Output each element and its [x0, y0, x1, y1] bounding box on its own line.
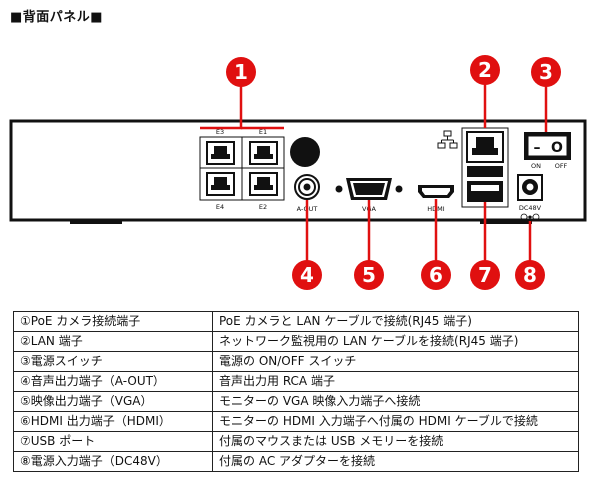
poe-port-e2[interactable] [249, 172, 278, 196]
hdmi-port[interactable] [418, 185, 454, 198]
callout-1: 1 [226, 57, 256, 87]
callout-6: 6 [421, 260, 451, 290]
dc-input-jack[interactable] [517, 174, 543, 201]
callout-8: 8 [515, 260, 545, 290]
label-e1: E1 [259, 128, 267, 136]
poe-port-e1[interactable] [249, 141, 278, 165]
poe-port-e4[interactable] [206, 172, 235, 196]
callout-8-number: 8 [523, 263, 537, 287]
power-switch[interactable]: – O [524, 132, 571, 160]
lan-port[interactable] [466, 131, 504, 163]
table-row: ③電源スイッチ電源の ON/OFF スイッチ [13, 351, 579, 372]
port-name: ⑦USB ポート [13, 431, 213, 452]
usb-port[interactable] [467, 166, 503, 202]
a-out-rca-jack[interactable] [294, 174, 320, 200]
callout-7: 7 [470, 260, 500, 290]
port-name: ⑧電源入力端子（DC48V） [13, 451, 213, 472]
table-row: ⑦USB ポート付属のマウスまたは USB メモリーを接続 [13, 431, 579, 452]
label-switch-off: OFF [555, 162, 568, 170]
label-e2: E2 [259, 203, 267, 211]
vga-port[interactable] [335, 178, 403, 200]
label-dc48v: DC48V [519, 204, 542, 212]
port-description: 電源の ON/OFF スイッチ [212, 351, 579, 372]
label-e4: E4 [216, 203, 224, 211]
port-description: 付属のマウスまたは USB メモリーを接続 [212, 431, 579, 452]
dc-polarity-icon [520, 213, 540, 221]
label-switch-on: ON [531, 162, 541, 170]
port-description: 付属の AC アダプターを接続 [212, 451, 579, 472]
port-description: ネットワーク監視用の LAN ケーブルを接続(RJ45 端子) [212, 331, 579, 352]
callout-3-number: 3 [539, 60, 553, 84]
page-heading: ■背面パネル■ [10, 10, 104, 25]
port-description: PoE カメラと LAN ケーブルで接続(RJ45 端子) [212, 311, 579, 332]
callout-3: 3 [531, 57, 561, 87]
rear-panel-diagram: E3 E1 E4 E2 A-OUT VGA HDMI [9, 55, 587, 290]
table-row: ④音声出力端子（A-OUT）音声出力用 RCA 端子 [13, 371, 579, 392]
round-vent-hole [290, 137, 320, 167]
callout-2-number: 2 [478, 58, 492, 82]
device-foot-left [70, 219, 122, 224]
port-description: 音声出力用 RCA 端子 [212, 371, 579, 392]
port-name: ④音声出力端子（A-OUT） [13, 371, 213, 392]
port-name: ②LAN 端子 [13, 331, 213, 352]
table-row: ⑤映像出力端子（VGA）モニターの VGA 映像入力端子へ接続 [13, 391, 579, 412]
callout-6-number: 6 [429, 263, 443, 287]
callout-4: 4 [292, 260, 322, 290]
switch-off-mark: O [551, 140, 563, 156]
table-row: ②LAN 端子ネットワーク監視用の LAN ケーブルを接続(RJ45 端子) [13, 331, 579, 352]
port-name: ①PoE カメラ接続端子 [13, 311, 213, 332]
callout-5: 5 [354, 260, 384, 290]
table-row: ⑧電源入力端子（DC48V）付属の AC アダプターを接続 [13, 451, 579, 472]
poe-port-block [199, 136, 285, 201]
callout-2: 2 [470, 55, 500, 85]
callout-4-number: 4 [300, 263, 314, 287]
table-row: ⑥HDMI 出力端子（HDMI）モニターの HDMI 入力端子へ付属の HDMI… [13, 411, 579, 432]
device-foot-right [480, 219, 532, 224]
port-name: ③電源スイッチ [13, 351, 213, 372]
label-e3: E3 [216, 128, 224, 136]
port-name: ⑥HDMI 出力端子（HDMI） [13, 411, 213, 432]
leader-lines [200, 82, 548, 262]
port-name: ⑤映像出力端子（VGA） [13, 391, 213, 412]
port-description: モニターの HDMI 入力端子へ付属の HDMI ケーブルで接続 [212, 411, 579, 432]
port-description: モニターの VGA 映像入力端子へ接続 [212, 391, 579, 412]
callout-1-number: 1 [234, 60, 248, 84]
network-icon [437, 130, 458, 149]
callout-5-number: 5 [362, 263, 376, 287]
poe-port-e3[interactable] [206, 141, 235, 165]
switch-on-mark: – [534, 140, 541, 156]
callout-7-number: 7 [478, 263, 492, 287]
